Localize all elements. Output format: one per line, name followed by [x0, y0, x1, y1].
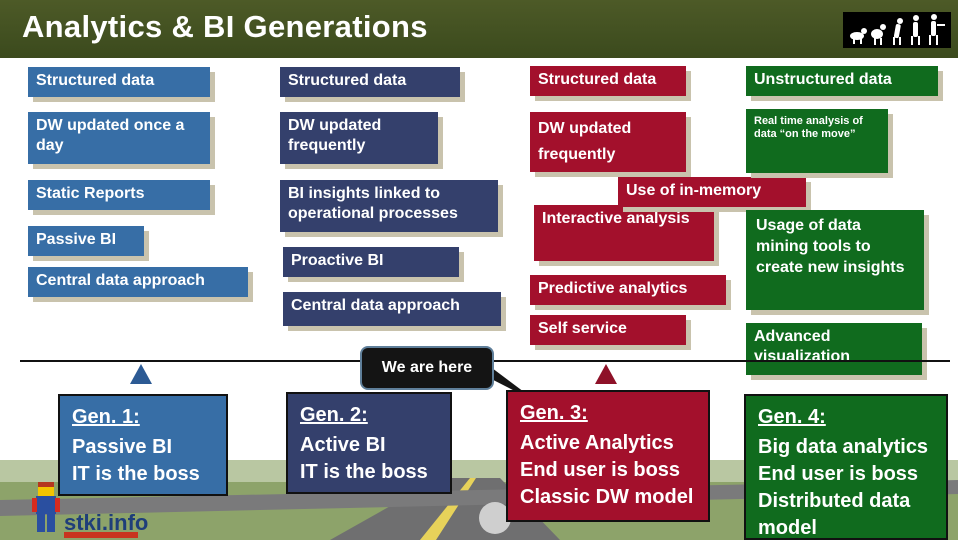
- gen3-line-1: Active Analytics: [520, 432, 674, 454]
- gen1-item-central-data: Central data approach: [28, 267, 248, 297]
- title-bar: Analytics & BI Generations: [0, 0, 958, 58]
- gen1-marker-triangle: [130, 364, 152, 384]
- gen2-line-1: Active BI: [300, 434, 386, 456]
- slide-title: Analytics & BI Generations: [22, 9, 428, 44]
- stki-logo-text: stki.info: [64, 510, 149, 535]
- gen3-title: Gen. 3:: [520, 402, 588, 424]
- evolution-figures-icon: [850, 14, 945, 45]
- gen4-item-real-time-analysis: Real time analysis of data “on the move”: [746, 109, 888, 173]
- gen1-item-static-reports: Static Reports: [28, 180, 210, 210]
- gen1-item-structured-data: Structured data: [28, 67, 210, 97]
- gen2-title: Gen. 2:: [300, 404, 368, 426]
- gen1-line-1: Passive BI: [72, 436, 173, 458]
- gen2-line-2: IT is the boss: [300, 461, 428, 483]
- gen2-item-central-data: Central data approach: [283, 292, 501, 326]
- gen4-line-2: End user is boss: [758, 463, 919, 485]
- gen4-item-advanced-visualization: Advanced visualization: [746, 323, 922, 375]
- evolution-icon: [843, 12, 951, 48]
- gen2-item-proactive-bi: Proactive BI: [283, 247, 459, 277]
- gen2-item-dw-updated: DW updated frequently: [280, 112, 438, 164]
- gen3-item-self-service: Self service: [530, 315, 686, 345]
- gen4-line-3: Distributed data model: [758, 490, 911, 539]
- gen3-line-2: End user is boss: [520, 459, 681, 481]
- logo-tagline-bar: [64, 532, 138, 538]
- gen4-item-unstructured-data: Unstructured data: [746, 66, 938, 96]
- gen3-item-in-memory: Use of in-memory: [618, 177, 806, 207]
- gen1-title: Gen. 1:: [72, 406, 140, 428]
- gen2-item-structured-data: Structured data: [280, 67, 460, 97]
- gen3-line-3: Classic DW model: [520, 486, 694, 508]
- gen4-title: Gen. 4:: [758, 406, 826, 428]
- gen3-marker-triangle: [595, 364, 617, 384]
- gen3-item-interactive-analysis: Interactive analysis: [534, 205, 714, 261]
- stki-logo-figure: [32, 482, 60, 532]
- gen1-box: Gen. 1: Passive BI IT is the boss: [58, 394, 228, 496]
- gen3-item-structured-data: Structured data: [530, 66, 686, 96]
- gen4-item-data-mining: Usage of data mining tools to create new…: [746, 210, 924, 310]
- gen1-line-2: IT is the boss: [72, 463, 200, 485]
- gen1-item-dw-updated: DW updated once a day: [28, 112, 210, 164]
- gen2-box: Gen. 2: Active BI IT is the boss: [286, 392, 452, 494]
- gen3-box: Gen. 3: Active Analytics End user is bos…: [506, 390, 710, 522]
- gen2-item-bi-insights: BI insights linked to operational proces…: [280, 180, 498, 232]
- gen4-line-1: Big data analytics: [758, 436, 929, 458]
- gen1-item-passive-bi: Passive BI: [28, 226, 144, 256]
- gen3-item-dw-updated: DW updated frequently: [530, 112, 686, 172]
- gen4-box: Gen. 4: Big data analytics End user is b…: [744, 394, 948, 540]
- gen3-item-predictive-analytics: Predictive analytics: [530, 275, 726, 305]
- we-are-here-callout: We are here: [360, 346, 494, 390]
